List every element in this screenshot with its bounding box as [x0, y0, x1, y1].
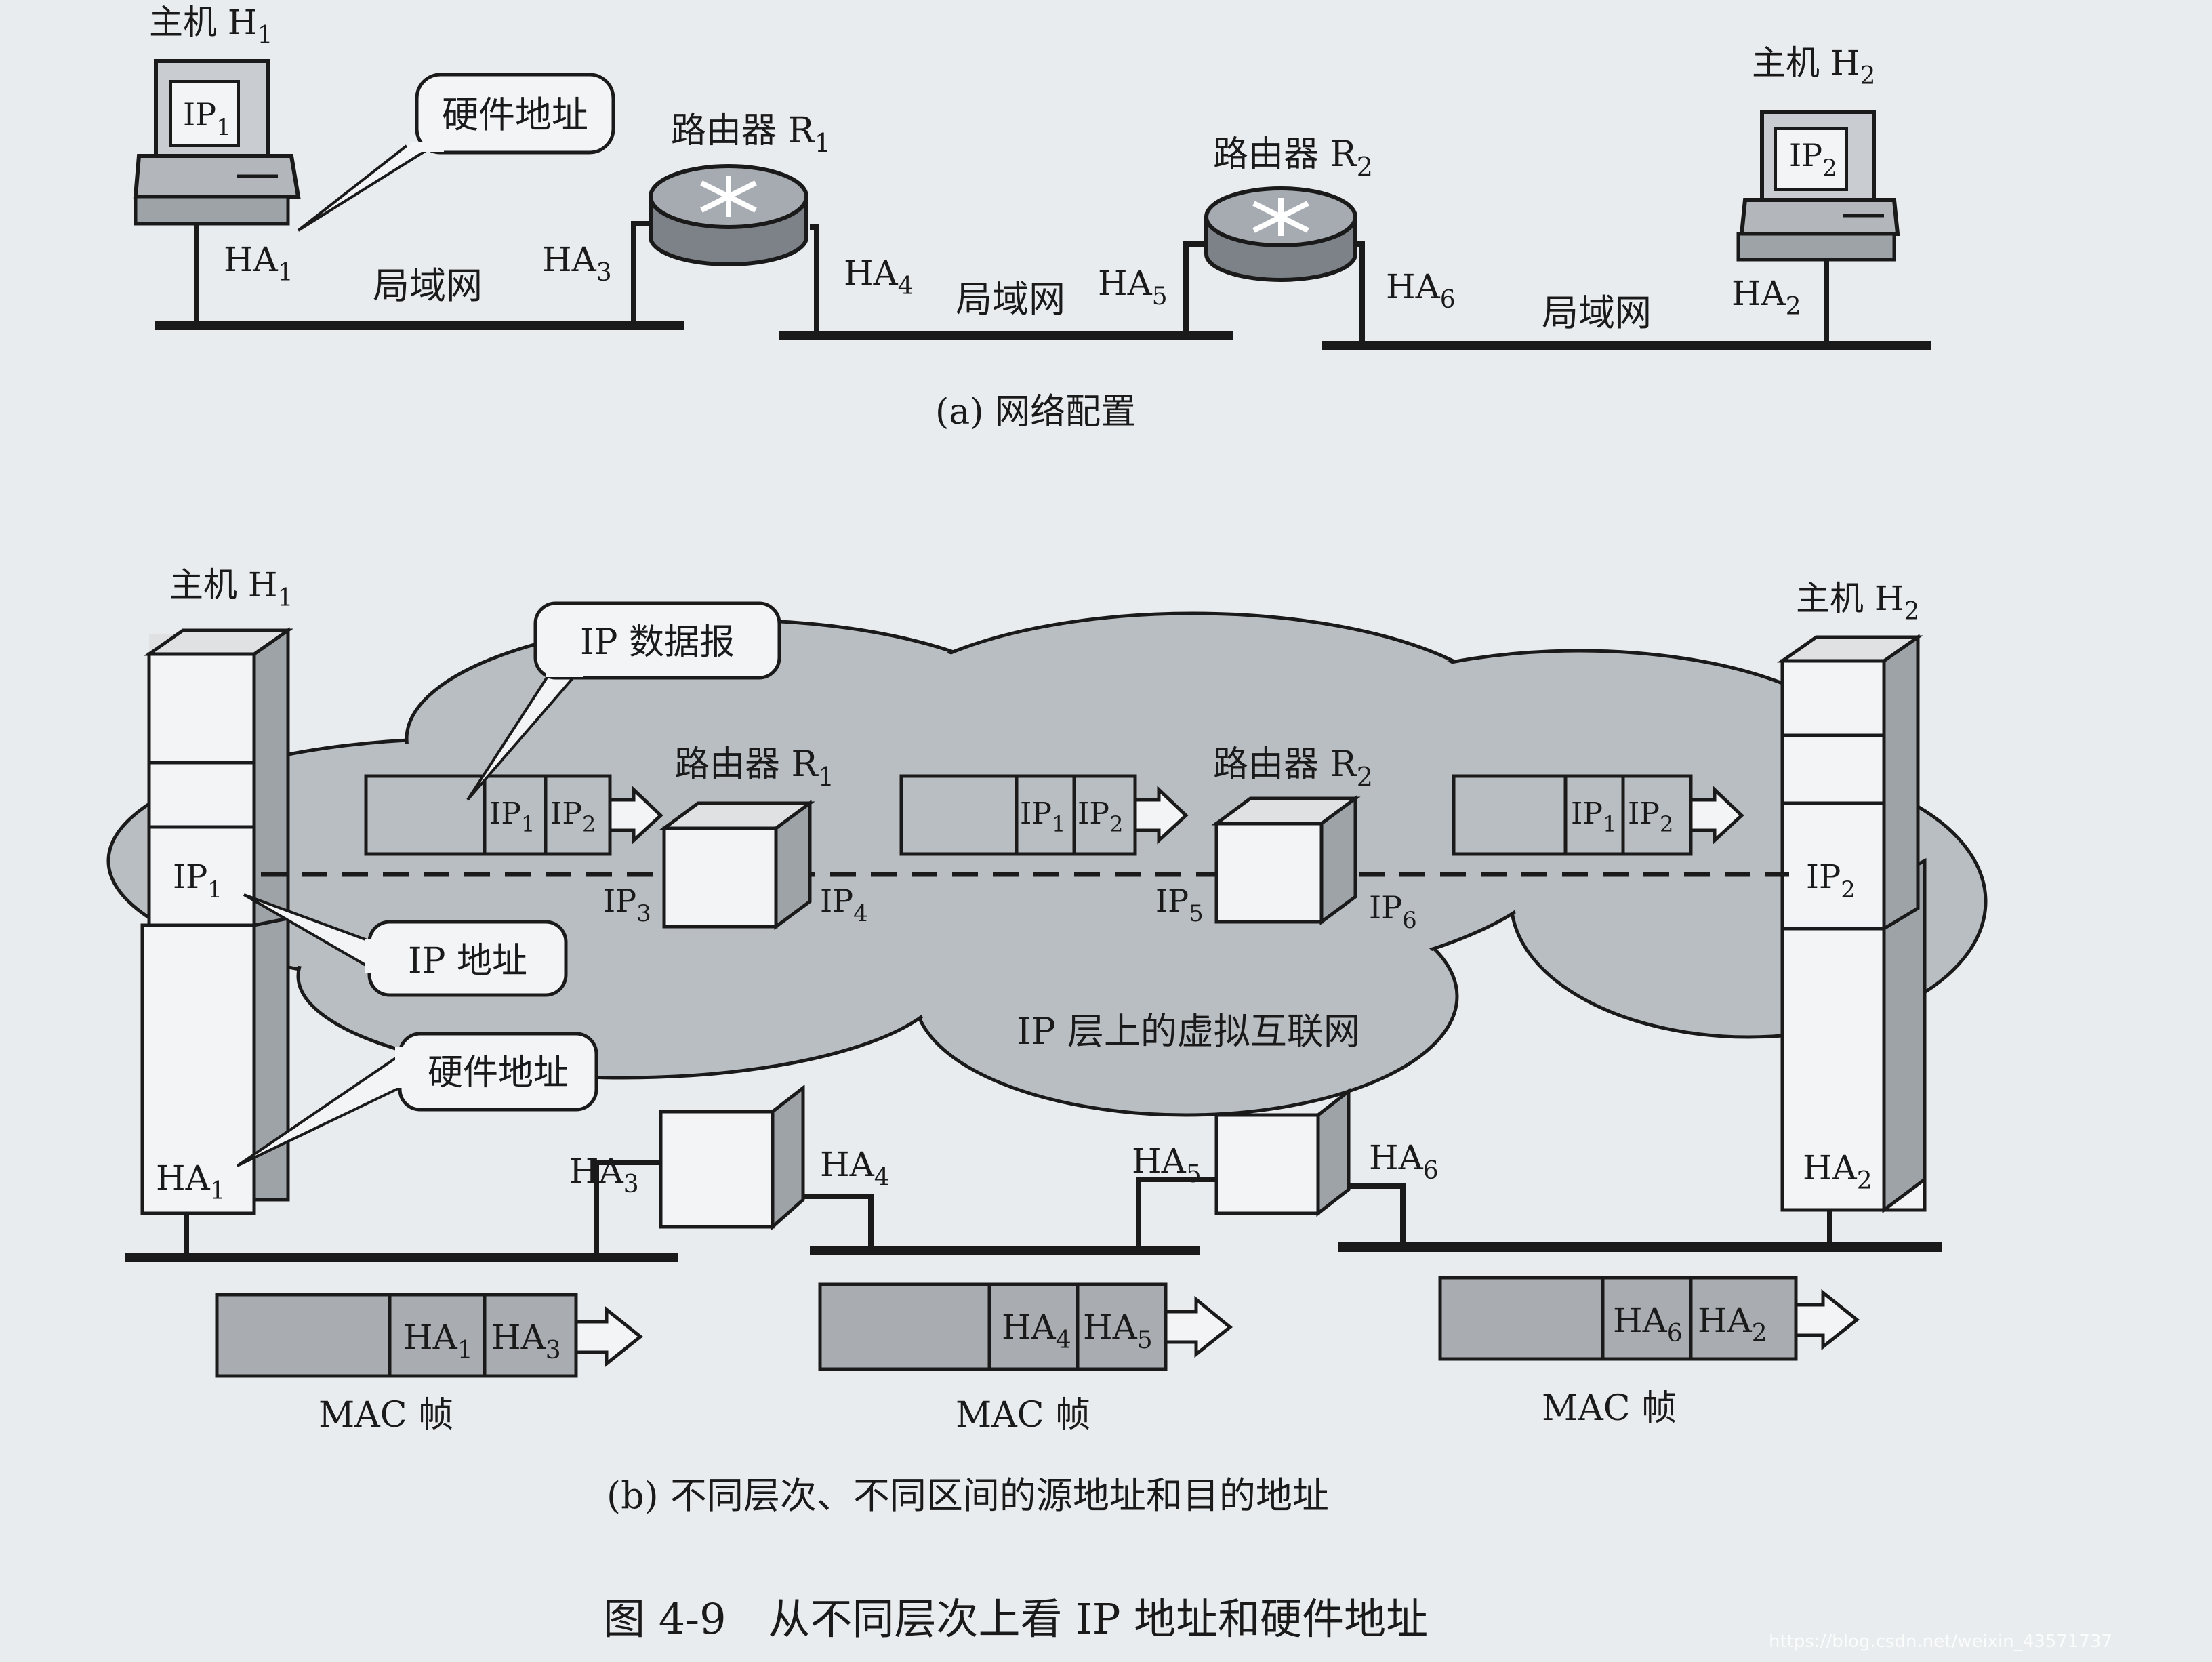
router2-b-right-drop — [1349, 1183, 1406, 1247]
lan-label-2: 局域网 — [956, 278, 1065, 321]
mac-frame-2-dst: HA5 — [1083, 1308, 1153, 1354]
router1-box — [659, 800, 815, 930]
lan-label-1: 局域网 — [373, 264, 483, 307]
mac-frame-1 — [215, 1293, 644, 1378]
mac-frame-2-label: MAC 帧 — [956, 1395, 1090, 1436]
host2-stack-ip: IP2 — [1806, 858, 1856, 904]
router2-left-drop — [1183, 241, 1206, 336]
router1-ha-right: HA4 — [844, 254, 914, 300]
ip-datagram-2 — [899, 774, 1189, 856]
datagram-1-src: IP1 — [489, 796, 535, 837]
mac-frame-1-dst: HA3 — [491, 1318, 561, 1364]
router2-box — [1211, 795, 1361, 925]
callout-ip-address-text: IP 地址 — [408, 941, 527, 981]
datagram-2-dst: IP2 — [1078, 796, 1123, 837]
router2-ha-left: HA5 — [1098, 264, 1168, 310]
host2-ip-label: IP2 — [1789, 137, 1837, 182]
router1-ha-left: HA3 — [542, 240, 612, 287]
router2-ha-right: HA6 — [1386, 267, 1456, 314]
mac-frame-3-label: MAC 帧 — [1542, 1388, 1677, 1429]
host1-ha-label: HA1 — [224, 240, 293, 287]
host2-stack-ha: HA2 — [1803, 1148, 1872, 1195]
callout-hardware-address-b-text: 硬件地址 — [428, 1053, 569, 1093]
router1-icon — [649, 164, 808, 266]
mac-frame-2-src: HA4 — [1002, 1308, 1071, 1354]
router2-b-ha-right: HA6 — [1369, 1138, 1439, 1185]
router1-b-title: 路由器 R1 — [674, 744, 834, 792]
mac-frame-3-src: HA6 — [1613, 1301, 1683, 1347]
host1-stack-ip: IP1 — [173, 858, 222, 904]
host2-computer-icon — [1736, 110, 1900, 262]
watermark: https://blog.csdn.net/weixin_43571737 — [1769, 1631, 2112, 1652]
host2-protocol-stack — [1777, 634, 1927, 1213]
router1-link-box — [659, 1084, 805, 1231]
mac-frame-1-label: MAC 帧 — [319, 1395, 453, 1436]
host1-stack-title: 主机 H1 — [169, 565, 293, 612]
host1-title: 主机 H1 — [149, 3, 272, 49]
router2-icon — [1204, 186, 1357, 282]
router2-ip-right: IP6 — [1369, 889, 1417, 934]
router1-left-drop — [631, 221, 651, 325]
caption-b: (b) 不同层次、不同区间的源地址和目的地址 — [607, 1474, 1329, 1517]
mac-frame-2 — [818, 1282, 1233, 1371]
part-a-network-configuration: 主机 H1 IP1 HA1 硬件地址 路由器 R1 HA3 HA4 路由器 R2… — [133, 3, 1931, 432]
datagram-3-dst: IP2 — [1628, 796, 1673, 837]
router2-b-ha-left: HA5 — [1132, 1141, 1202, 1188]
callout-ip-datagram — [466, 601, 781, 801]
datagram-1-dst: IP2 — [550, 796, 596, 837]
callout-ip-address — [243, 893, 568, 997]
router1-title: 路由器 R1 — [671, 110, 831, 158]
router1-b-ha-right: HA4 — [820, 1145, 890, 1192]
host1-computer-icon — [133, 59, 301, 226]
part-b-layered-addresses: IP 层上的虚拟互联网 主机 H1 IP1 HA1 主机 H2 IP2 HA2 — [106, 565, 1988, 1517]
mac-frame-1-src: HA1 — [403, 1318, 473, 1364]
figure-caption: 图 4-9 从不同层次上看 IP 地址和硬件地址 — [603, 1594, 1428, 1644]
router2-ip-left: IP5 — [1155, 883, 1204, 927]
router1-b-right-drop — [803, 1194, 874, 1251]
router2-b-left-drop — [1136, 1177, 1216, 1251]
datagram-3-src: IP1 — [1571, 796, 1616, 837]
callout-hardware-address-a-text: 硬件地址 — [442, 94, 588, 136]
callout-hardware-address-b — [236, 1032, 598, 1167]
host1-stack-ha: HA1 — [156, 1158, 226, 1205]
mac-frame-3 — [1438, 1276, 1860, 1361]
cloud-label: IP 层上的虚拟互联网 — [1017, 1010, 1360, 1053]
router1-ip-left: IP3 — [603, 883, 651, 927]
router2-link-box — [1214, 1087, 1351, 1217]
caption-a: (a) 网络配置 — [935, 392, 1136, 432]
callout-hardware-address-a — [297, 73, 615, 232]
host1-ip-label: IP1 — [183, 96, 231, 141]
ip-datagram-3 — [1452, 774, 1744, 856]
host2-stack-title: 主机 H2 — [1796, 579, 1919, 626]
lan-label-3: 局域网 — [1542, 291, 1652, 334]
host1-protocol-stack — [140, 627, 293, 1215]
datagram-2-src: IP1 — [1020, 796, 1065, 837]
router2-title: 路由器 R2 — [1213, 134, 1373, 182]
router1-b-ha-left: HA3 — [569, 1152, 639, 1198]
callout-ip-datagram-text: IP 数据报 — [580, 622, 735, 663]
host2-ha-label: HA2 — [1732, 274, 1801, 321]
router1-right-drop — [810, 224, 819, 336]
mac-frame-3-dst: HA2 — [1698, 1301, 1767, 1347]
router1-ip-right: IP4 — [820, 883, 868, 927]
host2-title: 主机 H2 — [1752, 43, 1875, 90]
router2-b-title: 路由器 R2 — [1213, 744, 1373, 792]
router1-b-left-drop — [594, 1160, 661, 1257]
